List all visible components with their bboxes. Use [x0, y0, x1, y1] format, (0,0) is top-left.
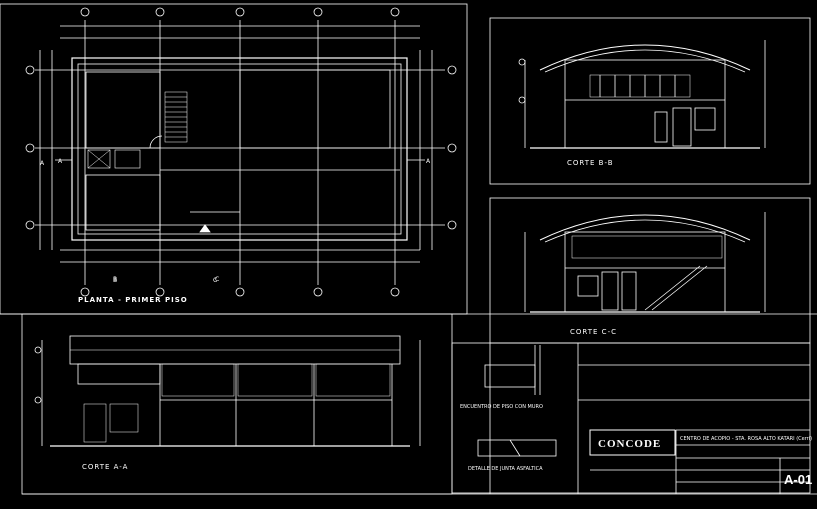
section-cc-title: CORTE C-C — [570, 328, 617, 336]
section-bb-frame — [489, 17, 811, 185]
plan-frame — [0, 3, 468, 315]
svg-text:B: B — [113, 277, 117, 284]
plan-outline — [71, 57, 408, 241]
cut-c-marker: C — [215, 276, 221, 283]
detail-2-title: DETALLE DE JUNTA ASFALTICA — [468, 466, 543, 472]
section-bb-title: CORTE B-B — [567, 159, 614, 167]
title-block — [578, 364, 810, 494]
svg-text:A: A — [426, 158, 431, 165]
details-frame — [451, 342, 811, 494]
plan-title: PLANTA - PRIMER PISO — [78, 296, 188, 304]
section-bb — [518, 40, 766, 149]
detail-1-title: ENCUENTRO DE PISO CON MURO — [460, 404, 543, 410]
cut-b-marker: B — [113, 276, 119, 283]
svg-text:C: C — [213, 277, 217, 284]
section-aa-title: CORTE A-A — [82, 463, 129, 471]
sheet-number: A-01 — [784, 472, 813, 487]
section-aa — [34, 335, 421, 447]
project-name: CENTRO DE ACOPIO - STA. ROSA ALTO KATARI… — [680, 436, 813, 442]
detail-drawings — [477, 345, 557, 457]
section-cc — [524, 212, 766, 313]
cut-a-marker: A — [40, 160, 46, 167]
svg-text:A: A — [58, 158, 63, 165]
company-logo: CONCODE — [598, 438, 662, 450]
